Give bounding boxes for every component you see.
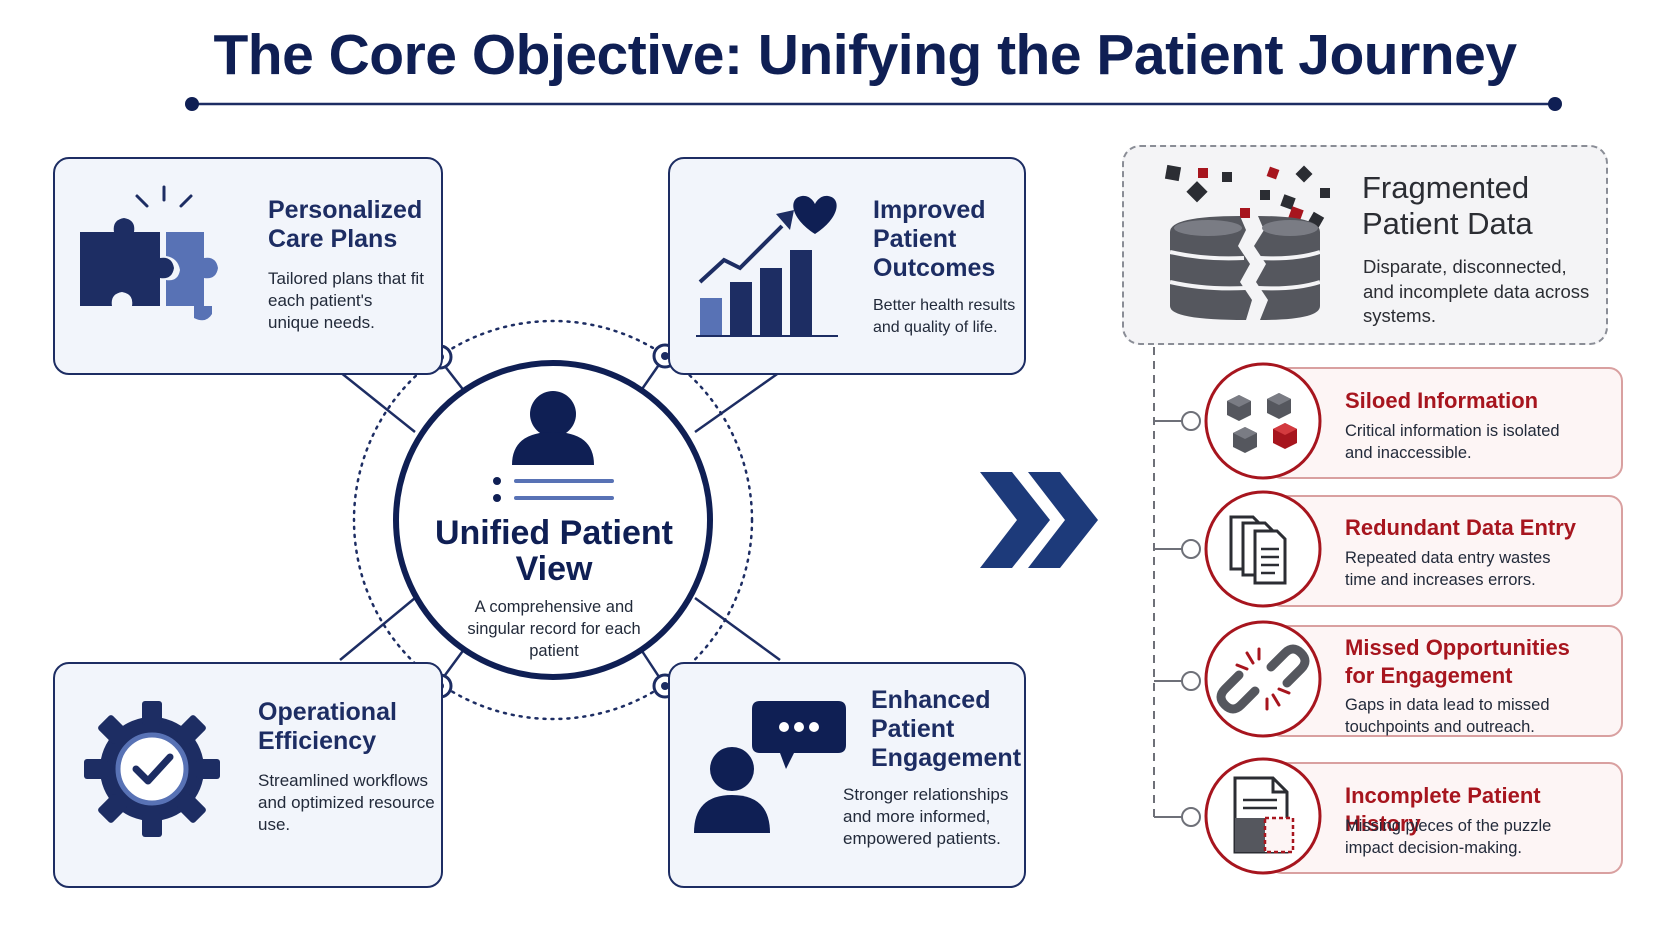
benefit-description: Tailored plans that fit each patient's u… [268,269,424,332]
problem-title: Fragmented Patient Data [1362,170,1533,241]
issue-title: Incomplete Patient History [1345,783,1541,836]
title-underline-dot-right [1548,97,1562,111]
hub-circle [393,360,713,680]
benefit-title: Operational Efficiency [258,698,397,755]
incomplete-document-icon [1204,757,1322,875]
user-profile-icon [493,391,594,502]
broken-database-icon [1164,164,1330,320]
problem-description: Disparate, disconnected, and incomplete … [1363,256,1590,326]
issue-description: Critical information is isolated and ina… [1345,422,1560,462]
hub-dotted-ring [352,319,754,721]
broken-link-icon [1204,620,1322,738]
benefit-card-improved-outcomes [668,157,1026,375]
title-underline-dot-left [185,97,199,111]
isolated-cubes-icon [1204,362,1322,480]
benefit-title: Improved Patient Outcomes [873,196,996,282]
hub-description: A comprehensive and singular record for … [467,598,641,660]
issue-description: Repeated data entry wastes time and incr… [1345,549,1551,589]
issue-card-siloed [1268,367,1623,479]
gear-check-icon [84,701,220,837]
hub-title: Unified Patient View [434,514,674,588]
issue-card-redundant [1268,495,1623,607]
issue-tree-nodes [1181,411,1201,827]
benefit-description: Better health results and quality of lif… [873,297,1016,336]
benefit-description: Streamlined workflows and optimized reso… [258,771,435,834]
issue-title: Missed Opportunities for Engagement [1345,635,1570,688]
benefit-title: Enhanced Patient Engagement [871,686,1022,772]
issue-description: Missing pieces of the puzzle impact deci… [1345,817,1552,857]
issue-card-incomplete-history [1268,762,1623,874]
growth-chart-heart-icon [696,195,838,337]
issue-tree-lines [1153,347,1182,818]
issue-title: Redundant Data Entry [1345,515,1577,540]
issue-description: Gaps in data lead to missed touchpoints … [1345,696,1550,736]
issue-card-missed-opportunities [1268,625,1623,737]
benefit-title: Personalized Care Plans [268,196,423,253]
page-title: The Core Objective: Unifying the Patient… [213,23,1517,87]
duplicate-documents-icon [1204,490,1322,608]
double-chevron-right-icon [980,472,1098,568]
puzzle-icon [80,185,218,321]
person-chat-icon [694,701,846,833]
issue-title: Siloed Information [1345,388,1539,413]
benefit-description: Stronger relationships and more informed… [843,785,1009,848]
